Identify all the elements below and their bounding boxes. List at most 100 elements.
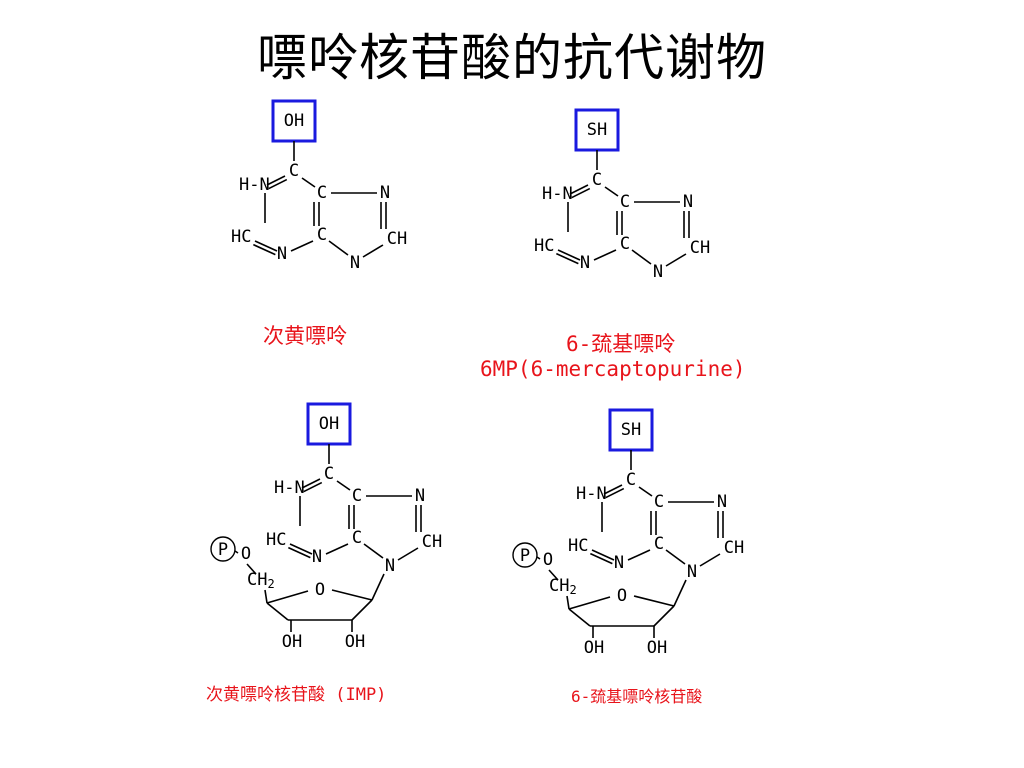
hypoxanthine-bond-n3-c4 xyxy=(290,240,314,252)
mercaptopurine-bond-c4-n9 xyxy=(631,249,652,265)
thioimp-substituent-label: SH xyxy=(621,420,641,440)
thioimp-bond-o-ch2 xyxy=(548,569,559,581)
hypoxanthine-atom-n1: H-N xyxy=(239,175,270,195)
hypoxanthine-atom-n7: N xyxy=(380,183,390,203)
thioimp-atom-ring-o: O xyxy=(617,586,627,606)
imp-bond-c4-n9 xyxy=(363,543,384,559)
imp-atom-c2: HC xyxy=(266,530,286,550)
imp-bond-c2-c1 xyxy=(351,599,373,621)
mercaptopurine-atom-c5: C xyxy=(620,192,630,212)
mercaptopurine-atom-n3: N xyxy=(580,253,590,273)
hypoxanthine-atom-c8: CH xyxy=(387,229,407,249)
imp-bond-o-ch2 xyxy=(246,563,257,575)
thioimp-bond-c2-n3 xyxy=(590,552,613,565)
imp-atom-ch2: CH2 xyxy=(247,570,275,591)
thioimp-bond-c2-c1 xyxy=(653,605,675,627)
imp-atom-oh3: OH xyxy=(282,632,302,652)
caption-hypoxanthine: 次黄嘌呤 xyxy=(263,324,347,348)
thioimp-atom-c8: CH xyxy=(724,538,744,558)
mercaptopurine-bond-c2-n3 xyxy=(556,252,579,265)
thioimp-atom-ch2: CH2 xyxy=(549,576,577,597)
thioimp-bond-n1-c6 xyxy=(605,487,625,499)
hypoxanthine-atom-c4: C xyxy=(317,225,327,245)
thioimp-atom-phos-o: O xyxy=(543,550,553,570)
mercaptopurine-atom-c2: HC xyxy=(534,236,554,256)
imp-substituent-label: OH xyxy=(319,414,339,434)
imp-atom-n7: N xyxy=(415,486,425,506)
hypoxanthine-atom-n3: N xyxy=(277,244,287,264)
thioimp-bond-c2-n3 xyxy=(591,549,615,561)
hypoxanthine-bond-n1-c6 xyxy=(266,175,286,186)
imp-atom-phos-o: O xyxy=(241,544,251,564)
thioimp-atom-c2: HC xyxy=(568,536,588,556)
thioimp-atom-n1: H-N xyxy=(576,484,607,504)
thioimp-bond-c6-c5 xyxy=(638,486,653,497)
thioimp-bond-c4-c3 xyxy=(568,608,591,627)
imp-atom-p: P xyxy=(218,540,228,560)
mercaptopurine-bond-n1-c6 xyxy=(569,184,589,195)
imp-atom-ch2-subscript: 2 xyxy=(267,577,274,591)
mercaptopurine-bond-n1-c6 xyxy=(571,187,591,199)
page-title: 嘌呤核苷酸的抗代谢物 xyxy=(257,29,767,87)
hypoxanthine-atom-c2: HC xyxy=(231,227,251,247)
thioimp-bond-n9-c8 xyxy=(699,553,721,567)
thioimp-phosphate-circle xyxy=(512,542,538,568)
thioimp-bond-n9-c1 xyxy=(673,579,687,607)
mercaptopurine-substituent-label: SH xyxy=(587,120,607,140)
hypoxanthine-atom-c6: C xyxy=(289,161,299,181)
imp-bond-o-c4 xyxy=(266,590,309,604)
imp-bond-n1-c6 xyxy=(301,478,321,489)
hypoxanthine-atom-n9: N xyxy=(350,253,360,273)
hypoxanthine-bond-c2-n3 xyxy=(253,243,276,256)
imp-atom-ring-o: O xyxy=(315,580,325,600)
imp-atom-c8: CH xyxy=(422,532,442,552)
thioimp-atom-n7: N xyxy=(717,492,727,512)
imp-atom-c4: C xyxy=(352,528,362,548)
caption-mercaptopurine-full: 6MP(6-mercaptopurine) xyxy=(480,357,746,381)
mercaptopurine-bond-c6-c5 xyxy=(604,186,619,197)
hypoxanthine-atom-c5: C xyxy=(317,183,327,203)
thioimp-bond-o-c4 xyxy=(568,596,611,610)
imp-bond-n1-c6 xyxy=(303,481,323,493)
imp-bond-n9-c8 xyxy=(397,547,419,561)
mercaptopurine-atom-n1: H-N xyxy=(542,184,573,204)
thioimp-bond-c4-ch2 xyxy=(566,595,570,610)
mercaptopurine-atom-c6: C xyxy=(592,170,602,190)
imp-bond-c4-c3 xyxy=(266,602,289,621)
imp-atom-c6: C xyxy=(324,464,334,484)
thioimp-bond-n3-c4 xyxy=(627,549,651,561)
hypoxanthine-bond-n1-c6 xyxy=(268,178,288,190)
thioimp-atom-n3: N xyxy=(614,553,624,573)
imp-atom-n1: H-N xyxy=(274,478,305,498)
imp-bond-n3-c4 xyxy=(325,543,349,555)
imp-bond-c4-ch2 xyxy=(264,589,268,604)
imp-atom-n9: N xyxy=(385,556,395,576)
imp-bond-c2-n3 xyxy=(288,546,311,559)
imp-atom-n3: N xyxy=(312,547,322,567)
thioimp-bond-c1-o xyxy=(633,595,675,607)
mercaptopurine-atom-n7: N xyxy=(683,192,693,212)
imp-atom-oh2: OH xyxy=(345,632,365,652)
imp-bond-n9-c1 xyxy=(371,573,385,601)
imp-bond-p-o xyxy=(234,550,239,554)
hypoxanthine-bond-c6-c5 xyxy=(301,177,316,188)
mercaptopurine-atom-n9: N xyxy=(653,262,663,282)
thioimp-atom-n9: N xyxy=(687,562,697,582)
hypoxanthine-bond-c2-n3 xyxy=(254,240,278,252)
mercaptopurine-bond-n9-c8 xyxy=(665,253,687,267)
hypoxanthine-bond-c4-n9 xyxy=(328,240,349,256)
mercaptopurine-bond-n3-c4 xyxy=(593,249,617,261)
thioimp-atom-oh3: OH xyxy=(584,638,604,658)
caption-imp: 次黄嘌呤核苷酸 (IMP) xyxy=(206,685,387,705)
mercaptopurine-bond-c2-n3 xyxy=(557,249,581,261)
mercaptopurine-atom-c4: C xyxy=(620,234,630,254)
hypoxanthine-substituent-label: OH xyxy=(284,111,304,131)
thioimp-atom-c5: C xyxy=(654,492,664,512)
imp-atom-c5: C xyxy=(352,486,362,506)
hypoxanthine-bond-n9-c8 xyxy=(362,244,384,258)
caption-thioimp: 6-巯基嘌呤核苷酸 xyxy=(571,687,703,706)
thioimp-bond-n1-c6 xyxy=(603,484,623,495)
caption-mercaptopurine: 6-巯基嘌呤 xyxy=(566,332,676,356)
imp-bond-c1-o xyxy=(331,589,373,601)
